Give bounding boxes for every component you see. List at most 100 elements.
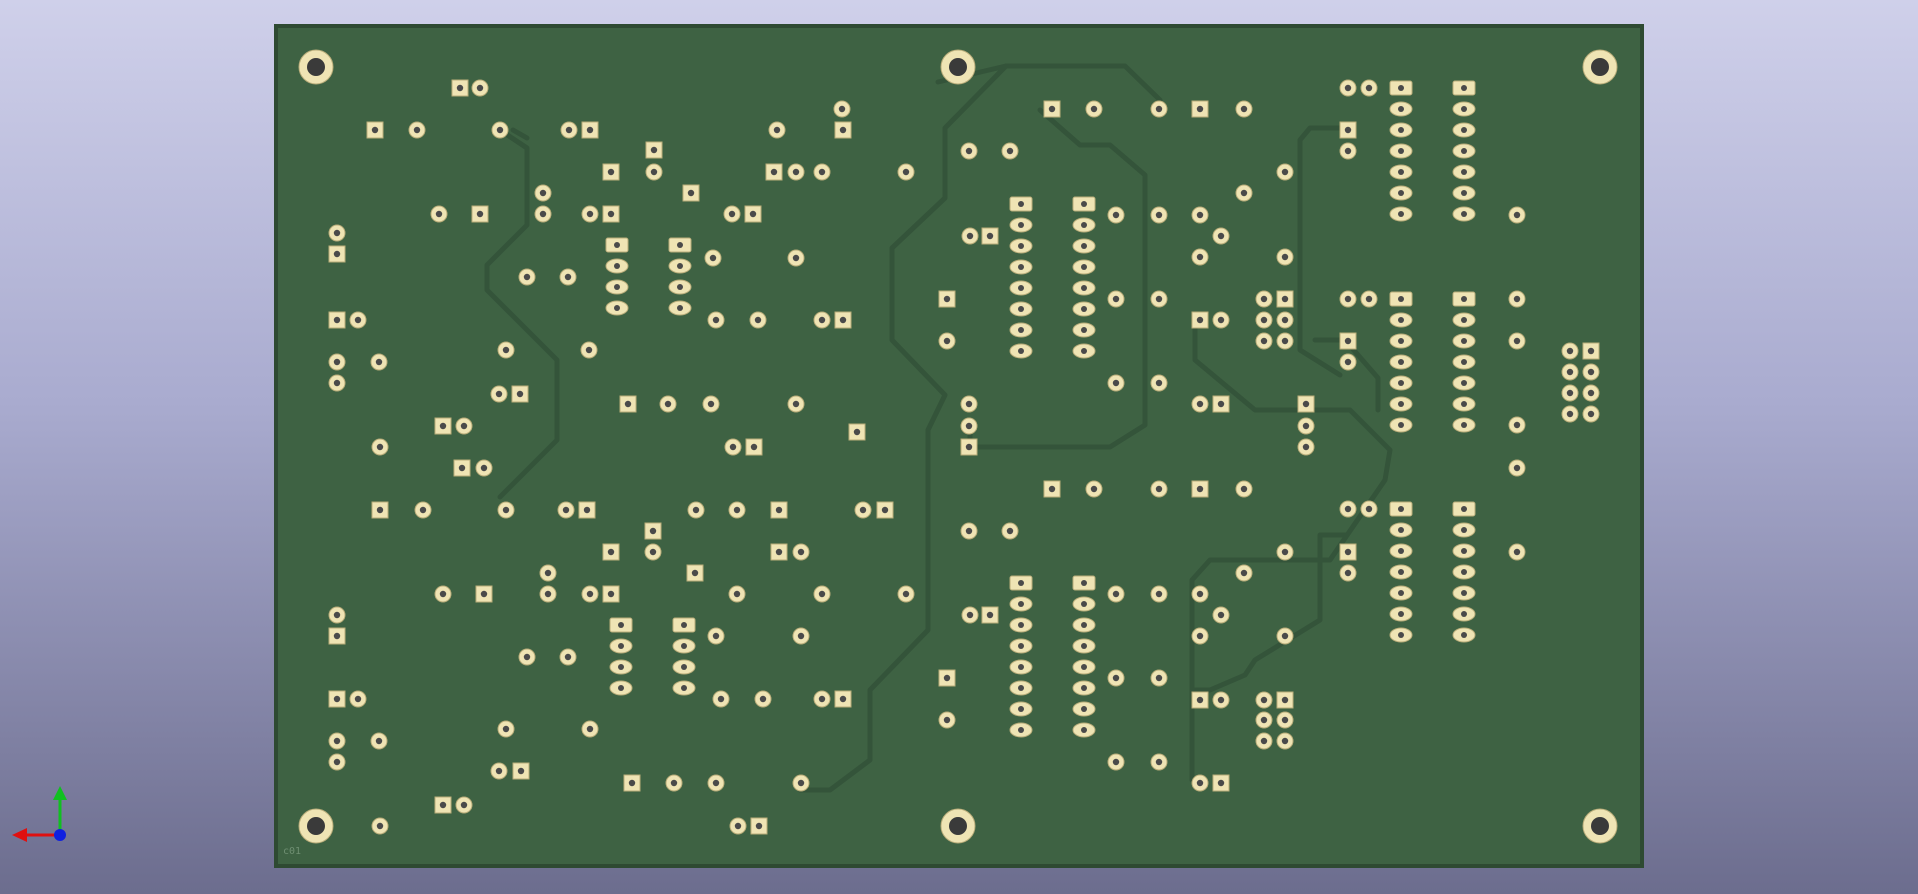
round-pad: [1276, 711, 1294, 729]
square-pad: [1339, 332, 1357, 350]
dip-pad: [1452, 333, 1476, 349]
dip-pad: [1452, 143, 1476, 159]
round-pad: [1212, 606, 1230, 624]
square-pad: [1582, 342, 1600, 360]
dip-pad: [1452, 185, 1476, 201]
dip-pad: [1389, 354, 1413, 370]
dip-pad: [1072, 217, 1096, 233]
round-pad: [1212, 227, 1230, 245]
dip-pad: [1452, 501, 1476, 517]
square-pad: [1276, 691, 1294, 709]
round-pad: [1582, 384, 1600, 402]
round-pad: [1150, 585, 1168, 603]
round-pad: [1255, 332, 1273, 350]
round-pad: [1339, 142, 1357, 160]
square-pad: [453, 459, 471, 477]
round-pad: [1582, 405, 1600, 423]
dip-pad: [1452, 627, 1476, 643]
dip-pad: [1452, 375, 1476, 391]
round-pad: [787, 163, 805, 181]
square-pad: [366, 121, 384, 139]
square-pad: [1212, 395, 1230, 413]
square-pad: [623, 774, 641, 792]
round-pad: [813, 311, 831, 329]
square-pad: [981, 606, 999, 624]
round-pad: [707, 774, 725, 792]
dip-pad: [1389, 164, 1413, 180]
dip-pad: [1389, 396, 1413, 412]
round-pad: [1297, 417, 1315, 435]
round-pad: [1276, 248, 1294, 266]
round-pad: [1001, 142, 1019, 160]
round-pad: [1191, 585, 1209, 603]
square-pad: [644, 522, 662, 540]
square-pad: [834, 690, 852, 708]
dip-pad: [1072, 659, 1096, 675]
dip-pad: [1009, 722, 1033, 738]
round-pad: [581, 720, 599, 738]
dip-pad: [1009, 638, 1033, 654]
round-pad: [580, 341, 598, 359]
square-pad: [602, 163, 620, 181]
dip-pad: [1452, 80, 1476, 96]
round-pad: [659, 395, 677, 413]
dip-pad: [668, 279, 692, 295]
dip-pad: [1072, 596, 1096, 612]
round-pad: [787, 249, 805, 267]
round-pad: [434, 585, 452, 603]
dip-pad: [1389, 206, 1413, 222]
round-pad: [1276, 543, 1294, 561]
dip-pad: [1389, 501, 1413, 517]
square-pad: [512, 762, 530, 780]
round-pad: [1001, 522, 1019, 540]
round-pad: [1191, 206, 1209, 224]
round-pad: [728, 585, 746, 603]
square-pad: [645, 141, 663, 159]
round-pad: [539, 585, 557, 603]
round-pad: [455, 417, 473, 435]
dip-pad: [672, 617, 696, 633]
round-pad: [724, 438, 742, 456]
dip-pad: [1389, 80, 1413, 96]
square-pad: [981, 227, 999, 245]
square-pad: [328, 627, 346, 645]
round-pad: [644, 543, 662, 561]
round-pad: [1508, 332, 1526, 350]
round-pad: [1150, 753, 1168, 771]
round-pad: [518, 648, 536, 666]
round-pad: [1561, 405, 1579, 423]
square-pad: [745, 438, 763, 456]
round-pad: [328, 353, 346, 371]
round-pad: [792, 774, 810, 792]
round-pad: [1360, 79, 1378, 97]
copper-track: [967, 107, 1148, 450]
square-pad: [434, 796, 452, 814]
dip-pad: [668, 237, 692, 253]
dip-pad: [605, 237, 629, 253]
square-pad: [511, 385, 529, 403]
dip-pad: [605, 279, 629, 295]
square-pad: [328, 245, 346, 263]
dip-pad: [1009, 238, 1033, 254]
round-pad: [960, 395, 978, 413]
dip-pad: [1389, 543, 1413, 559]
dip-pad: [668, 300, 692, 316]
dip-pad: [609, 617, 633, 633]
copper-track: [1312, 337, 1381, 413]
round-pad: [960, 522, 978, 540]
round-pad: [1276, 163, 1294, 181]
dip-pad: [1452, 291, 1476, 307]
round-pad: [938, 711, 956, 729]
round-pad: [1339, 79, 1357, 97]
round-pad: [1255, 732, 1273, 750]
round-pad: [1276, 332, 1294, 350]
round-pad: [1107, 206, 1125, 224]
round-pad: [328, 374, 346, 392]
round-pad: [704, 249, 722, 267]
square-pad: [834, 311, 852, 329]
round-pad: [792, 543, 810, 561]
dip-pad: [1009, 217, 1033, 233]
dip-pad: [1452, 606, 1476, 622]
dip-pad: [609, 638, 633, 654]
